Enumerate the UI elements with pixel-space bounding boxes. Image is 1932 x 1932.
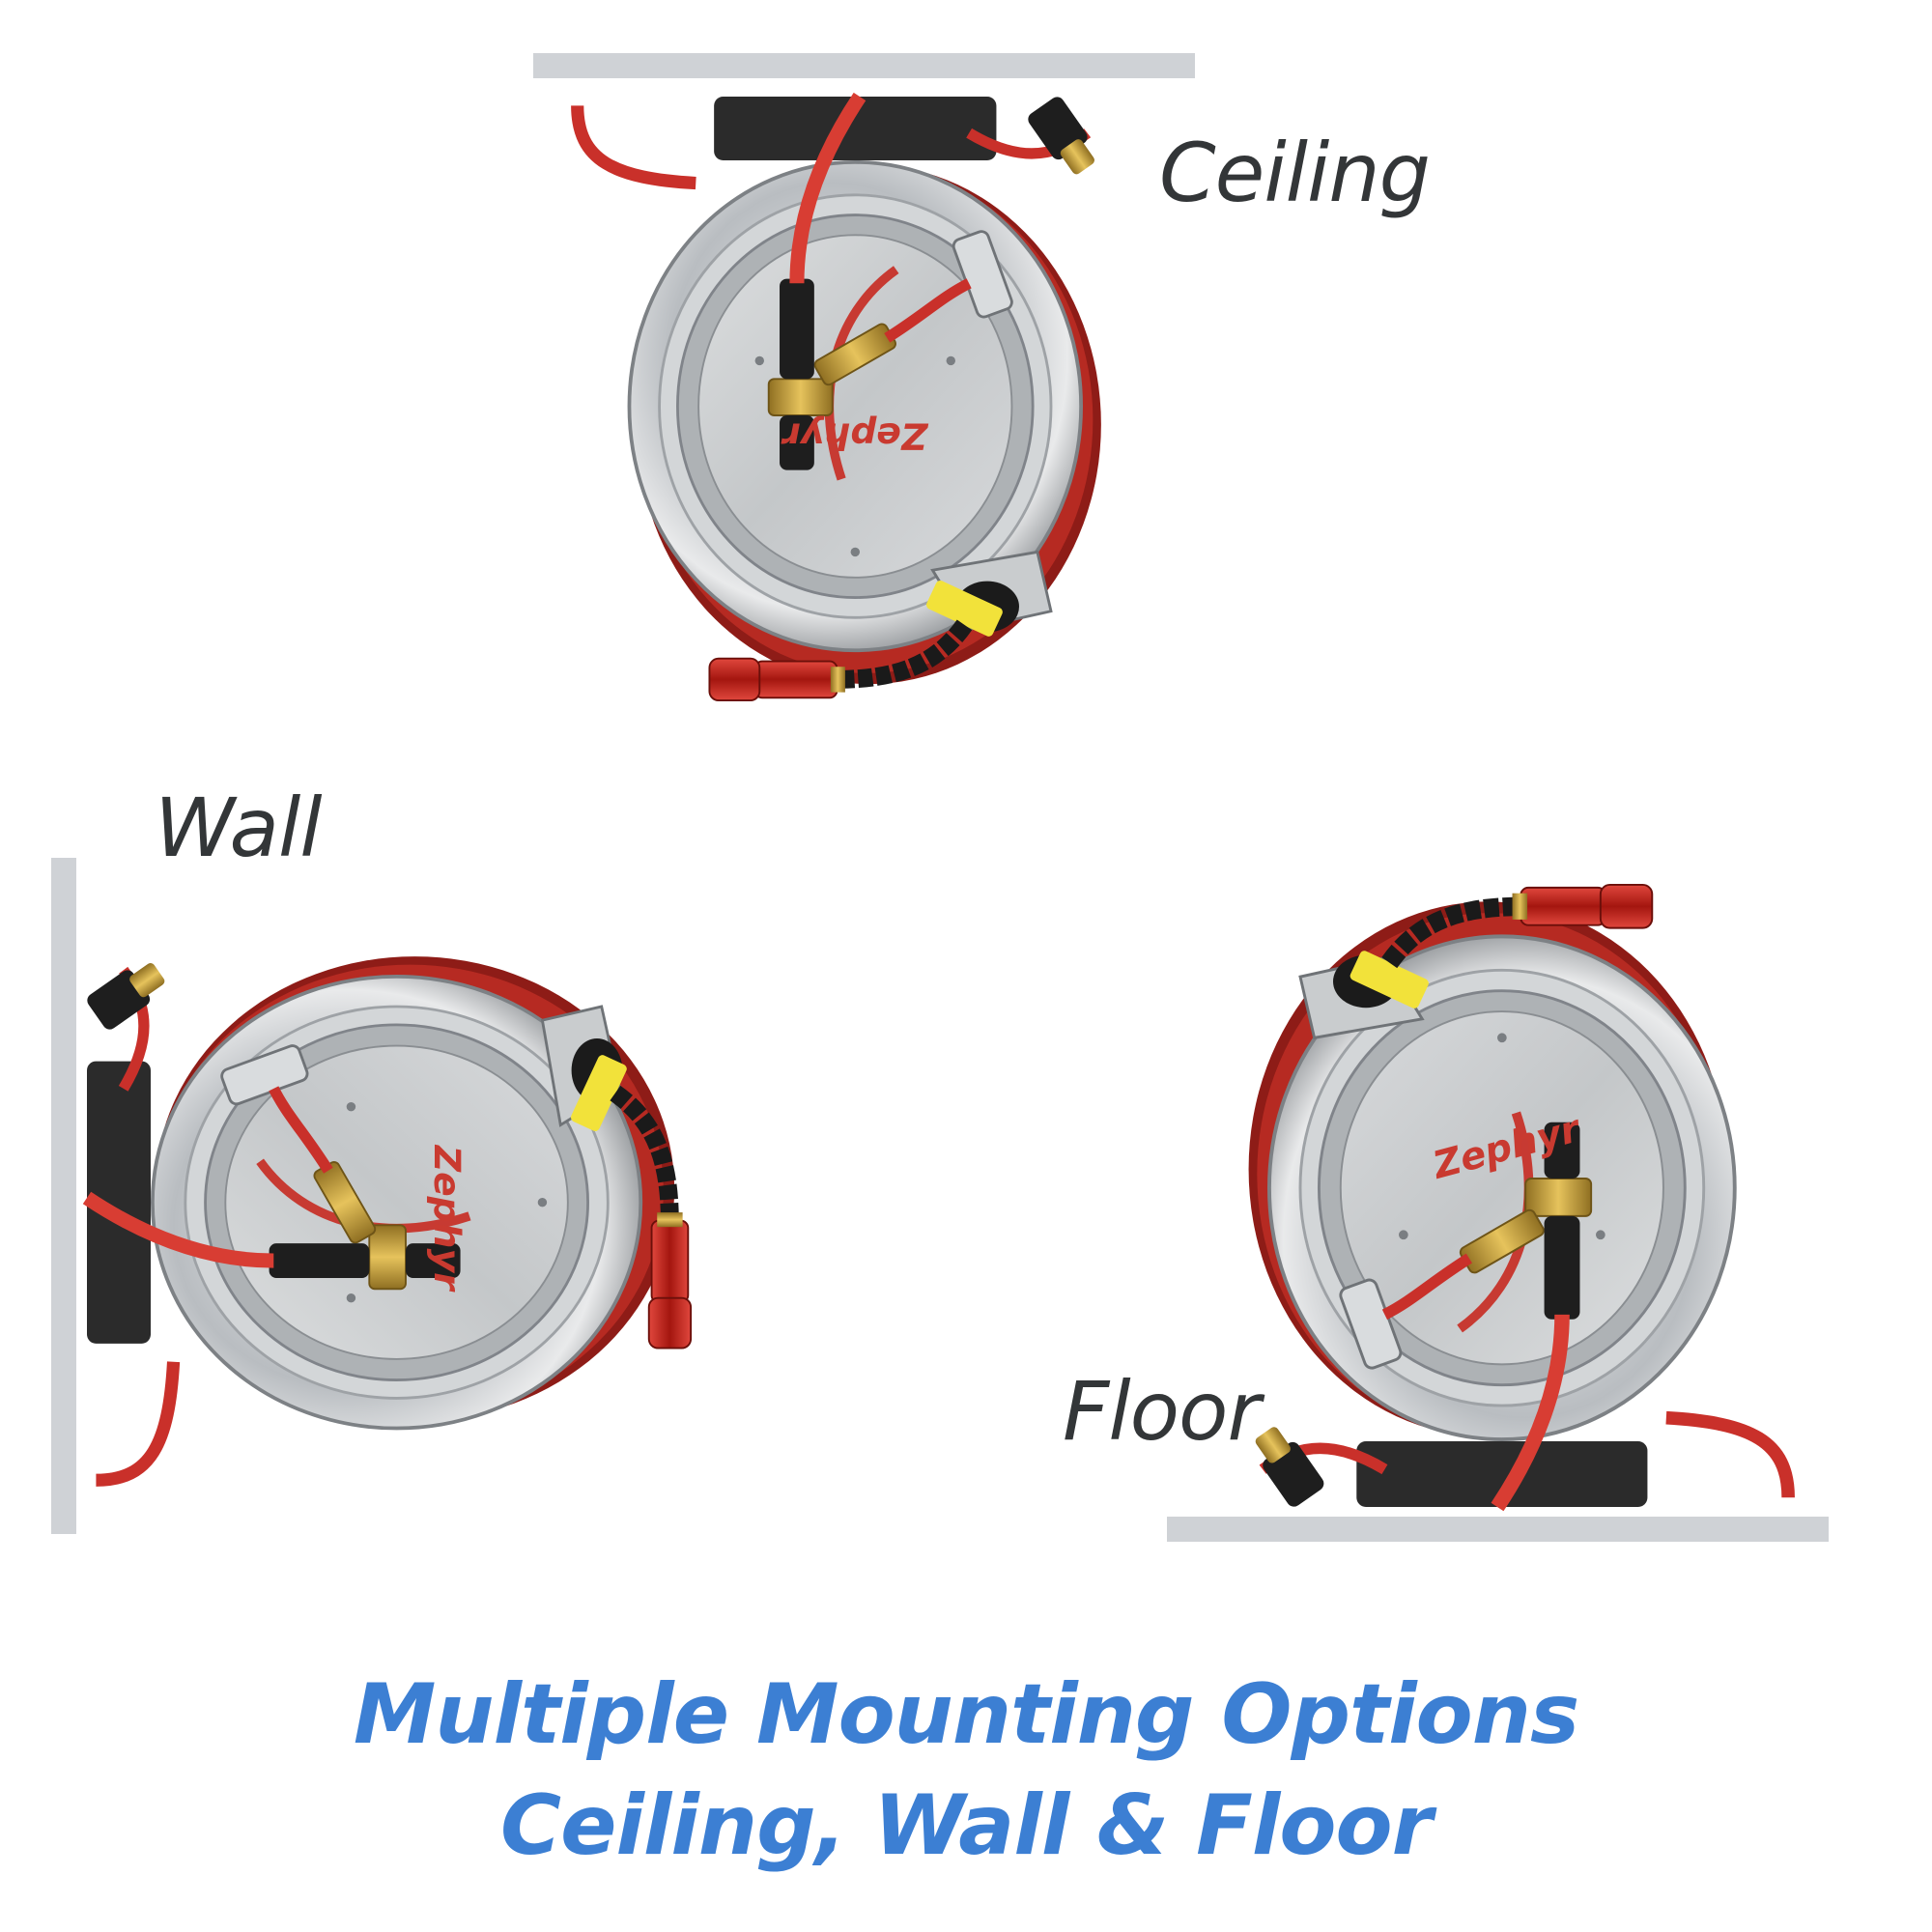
floor-mounted-hose-reel: Zephyr <box>1169 840 1826 1517</box>
caption-line-2: Ceiling, Wall & Floor <box>500 1777 1433 1874</box>
label-wall: Wall <box>155 781 323 875</box>
label-floor: Floor <box>1063 1364 1261 1459</box>
brand-logo: Zephyr <box>781 414 928 457</box>
caption-line-1: Multiple Mounting Options <box>353 1666 1579 1763</box>
ceiling-mounted-hose-reel: Zephyr <box>541 77 1179 753</box>
brand-logo: Zephyr <box>426 1145 469 1293</box>
wall-mount-surface <box>51 858 76 1534</box>
wall-mounted-hose-reel: Zephyr <box>68 879 744 1517</box>
label-ceiling: Ceiling <box>1159 126 1431 220</box>
ceiling-mount-surface <box>533 53 1195 78</box>
floor-mount-surface <box>1167 1517 1829 1542</box>
